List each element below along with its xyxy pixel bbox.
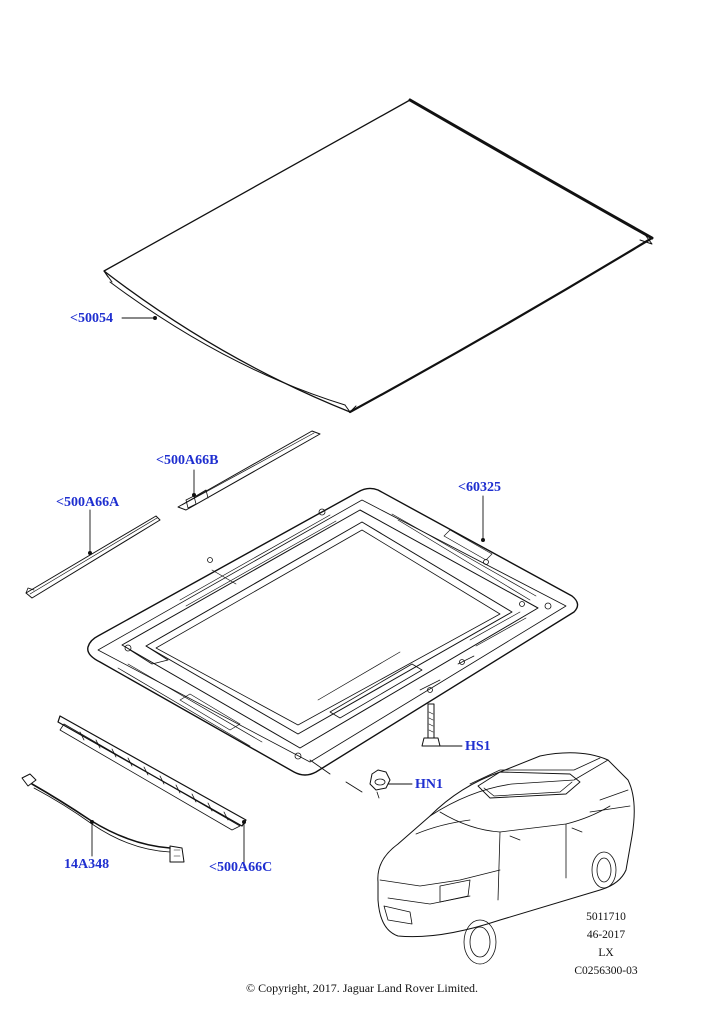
callout-50054[interactable]: <50054 xyxy=(70,311,113,326)
callout-14a348[interactable]: 14A348 xyxy=(64,857,110,872)
callout-hs1[interactable]: HS1 xyxy=(465,739,491,754)
nut-hn1 xyxy=(369,769,391,799)
ref-number: 5011710 xyxy=(586,911,626,923)
bolt-hs1 xyxy=(421,703,441,747)
ref-date: 46-2017 xyxy=(586,929,626,941)
moulding-500a66b xyxy=(177,430,321,511)
vehicle-illustration xyxy=(377,752,635,965)
roof-panel xyxy=(103,98,654,414)
moulding-500a66a xyxy=(25,515,161,599)
wiring-harness-14a348 xyxy=(21,773,185,863)
leader-lines xyxy=(89,317,484,867)
callout-500a66a[interactable]: <500A66A xyxy=(56,495,120,510)
ref-illustration-code: C0256300-03 xyxy=(574,965,638,977)
ref-model: LX xyxy=(598,947,614,959)
callout-500a66c[interactable]: <500A66C xyxy=(209,860,273,875)
moulding-500a66c xyxy=(57,715,247,831)
headliner-frame-60325 xyxy=(87,487,579,776)
callout-hn1[interactable]: HN1 xyxy=(415,777,443,792)
leader-dots xyxy=(88,316,485,824)
copyright-notice: © Copyright, 2017. Jaguar Land Rover Lim… xyxy=(245,981,479,995)
callout-500a66b[interactable]: <500A66B xyxy=(156,453,219,468)
reference-block: 5011710 46-2017 LX C0256300-03 xyxy=(566,908,646,980)
callout-60325[interactable]: <60325 xyxy=(458,480,501,495)
